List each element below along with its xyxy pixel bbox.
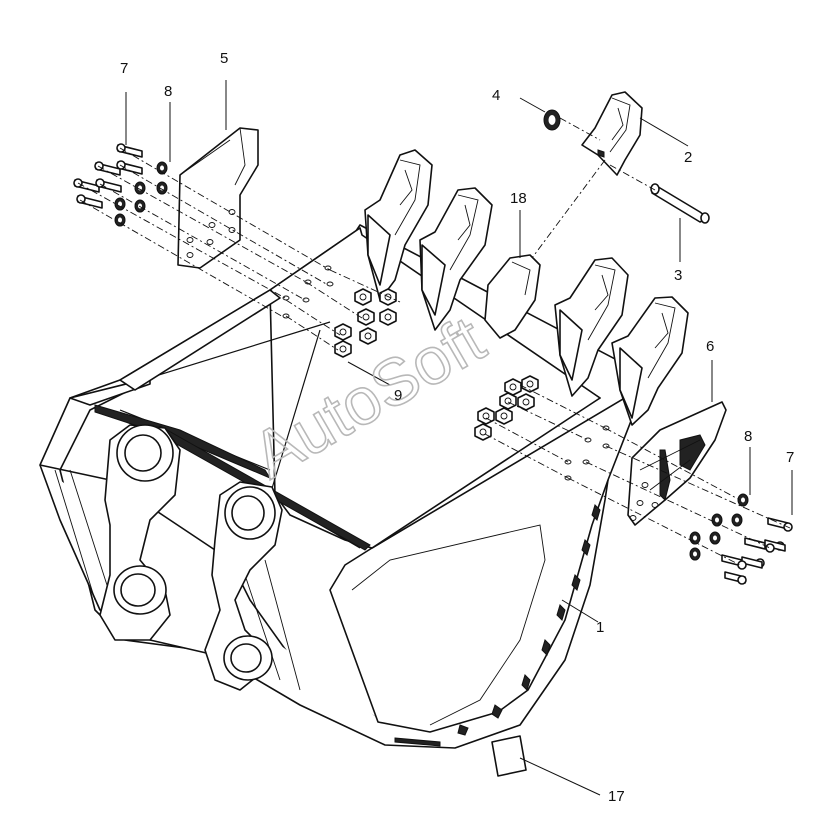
callout-9: 9 (394, 387, 402, 404)
callout-5: 5 (220, 50, 228, 67)
tooth-3 (554, 257, 629, 397)
bolt-holes (282, 265, 610, 481)
bolts-right (721, 517, 793, 585)
wear-strips (394, 504, 601, 747)
callout-1: 1 (596, 619, 604, 636)
tooth-adapter-18 (484, 254, 541, 339)
washers-right (689, 493, 749, 561)
bolts-left (73, 143, 143, 209)
mounting-ear-left (99, 424, 181, 641)
callout-18: 18 (510, 190, 527, 207)
callout-8-left: 8 (164, 83, 172, 100)
tooth-1 (364, 149, 433, 301)
mounting-ear-right (204, 481, 283, 691)
nuts-left-group (334, 288, 397, 358)
tooth-2-exploded (581, 91, 643, 176)
callout-6: 6 (706, 338, 714, 355)
callout-numbers: 1 2 3 4 5 6 7 7 8 8 9 17 18 (120, 50, 794, 805)
callout-2: 2 (684, 149, 692, 166)
callout-7-right: 7 (786, 449, 794, 466)
teeth-row (364, 149, 689, 426)
side-cutter-right (627, 401, 727, 526)
leader-lines (125, 80, 793, 796)
side-cutter-left (177, 127, 259, 269)
callout-8-right: 8 (744, 428, 752, 445)
tooth-2 (419, 187, 493, 331)
callout-17: 17 (608, 788, 625, 805)
callout-3: 3 (674, 267, 682, 284)
tooth-4 (611, 296, 689, 426)
pin-3 (650, 183, 710, 224)
assembly-lines (77, 117, 791, 567)
callout-4: 4 (492, 87, 500, 104)
lock-washer-4 (543, 109, 561, 131)
callout-7-left: 7 (120, 60, 128, 77)
label-plate-17 (491, 735, 527, 777)
